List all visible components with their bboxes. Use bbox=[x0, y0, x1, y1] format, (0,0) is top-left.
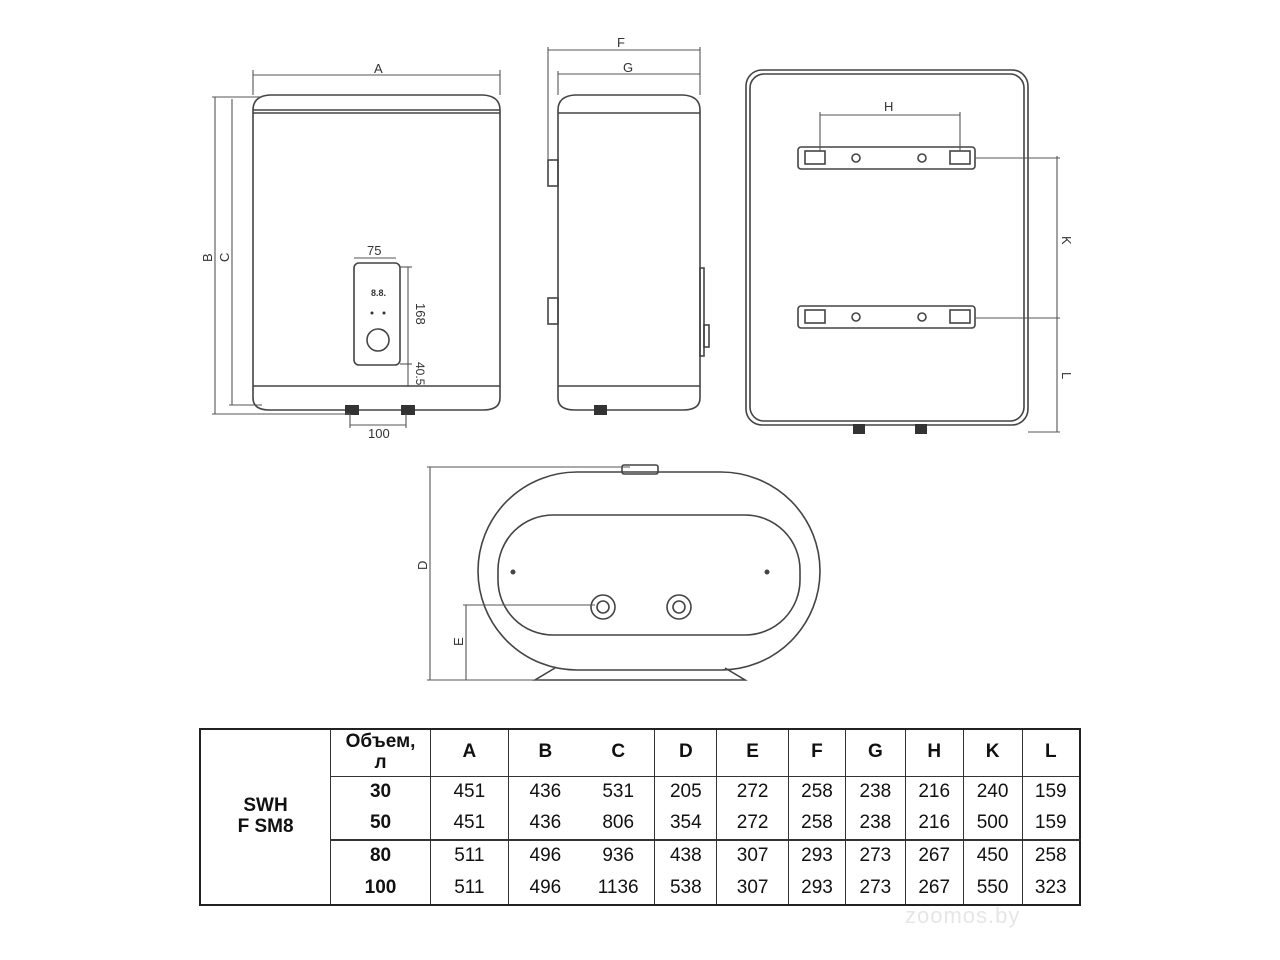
table-cell: 1136 bbox=[582, 872, 656, 906]
table-cell: 806 bbox=[582, 807, 656, 841]
table-cell: 216 bbox=[904, 775, 964, 808]
table-cell: 267 bbox=[904, 872, 964, 906]
table-cell: B bbox=[507, 728, 583, 777]
svg-text:8.8.: 8.8. bbox=[371, 288, 386, 298]
table-cell: 451 bbox=[429, 807, 509, 841]
table-cell: 531 bbox=[582, 775, 656, 808]
table-cell: 205 bbox=[654, 775, 718, 808]
header-volume: Объем,л bbox=[330, 728, 431, 777]
table-cell: 293 bbox=[788, 839, 846, 873]
dim-l-label: L bbox=[1059, 372, 1074, 379]
table-cell: 450 bbox=[962, 839, 1023, 873]
dim-d-label: D bbox=[415, 561, 430, 570]
table-cell: E bbox=[716, 728, 790, 777]
dim-g-label: G bbox=[623, 60, 633, 75]
table-cell: 307 bbox=[716, 839, 790, 873]
table-cell: 273 bbox=[844, 872, 906, 906]
table-cell: 267 bbox=[904, 839, 964, 873]
table-cell: 293 bbox=[788, 872, 846, 906]
control-panel bbox=[353, 262, 401, 366]
table-cell: 238 bbox=[844, 807, 906, 841]
table-cell: 550 bbox=[962, 872, 1023, 906]
table-cell: 50 bbox=[330, 807, 431, 841]
panel-height-label: 168 bbox=[413, 303, 428, 325]
table-cell: F bbox=[788, 728, 846, 777]
thermostat-knob bbox=[366, 328, 390, 352]
dim-b-label: B bbox=[200, 253, 215, 262]
back-view: H K L bbox=[745, 69, 1074, 434]
table-cell: 436 bbox=[507, 807, 583, 841]
table-cell: 307 bbox=[716, 872, 790, 906]
pipe-spacing-label: 100 bbox=[368, 426, 390, 441]
side-view: F G bbox=[547, 35, 710, 415]
table-cell: 272 bbox=[716, 775, 790, 808]
table-cell: L bbox=[1021, 728, 1081, 777]
table-cell: 216 bbox=[904, 807, 964, 841]
table-cell: 354 bbox=[654, 807, 718, 841]
table-cell: 496 bbox=[507, 839, 583, 873]
table-cell: 511 bbox=[429, 872, 509, 906]
table-cell: 238 bbox=[844, 775, 906, 808]
table-cell: 80 bbox=[330, 839, 431, 873]
table-cell: 511 bbox=[429, 839, 509, 873]
watermark: zoomos.by bbox=[905, 903, 1021, 928]
table-cell: 273 bbox=[844, 839, 906, 873]
table-cell: 451 bbox=[429, 775, 509, 808]
panel-width-label: 75 bbox=[367, 243, 381, 258]
table-cell: 936 bbox=[582, 839, 656, 873]
bottom-view: D E bbox=[415, 464, 821, 681]
table-cell: 258 bbox=[788, 775, 846, 808]
table-cell: 496 bbox=[507, 872, 583, 906]
table-cell: D bbox=[654, 728, 718, 777]
table-cell: A bbox=[429, 728, 509, 777]
table-cell: 436 bbox=[507, 775, 583, 808]
table-cell: 258 bbox=[788, 807, 846, 841]
table-cell: 30 bbox=[330, 775, 431, 808]
panel-offset-label: 40.5 bbox=[413, 362, 427, 386]
table-cell: 323 bbox=[1021, 872, 1081, 906]
dim-h-label: H bbox=[884, 99, 893, 114]
table-cell: 538 bbox=[654, 872, 718, 906]
table-cell: C bbox=[582, 728, 656, 777]
table-cell: K bbox=[962, 728, 1023, 777]
table-cell: 272 bbox=[716, 807, 790, 841]
table-cell: 100 bbox=[330, 872, 431, 906]
dim-f-label: F bbox=[617, 35, 625, 50]
table-cell: 159 bbox=[1021, 775, 1081, 808]
table-cell: H bbox=[904, 728, 964, 777]
table-cell: 438 bbox=[654, 839, 718, 873]
table-cell: 159 bbox=[1021, 807, 1081, 841]
dim-k-label: K bbox=[1059, 236, 1074, 245]
table-cell: G bbox=[844, 728, 906, 777]
table-cell: 500 bbox=[962, 807, 1023, 841]
table-cell: 258 bbox=[1021, 839, 1081, 873]
mounting-bracket-bottom bbox=[797, 305, 976, 329]
front-view: 8.8. A B C 75 168 40.5 100 bbox=[200, 61, 501, 441]
table-cell: 240 bbox=[962, 775, 1023, 808]
dim-a-label: A bbox=[374, 61, 383, 76]
dim-e-label: E bbox=[451, 637, 466, 646]
dim-c-label: C bbox=[217, 253, 232, 262]
